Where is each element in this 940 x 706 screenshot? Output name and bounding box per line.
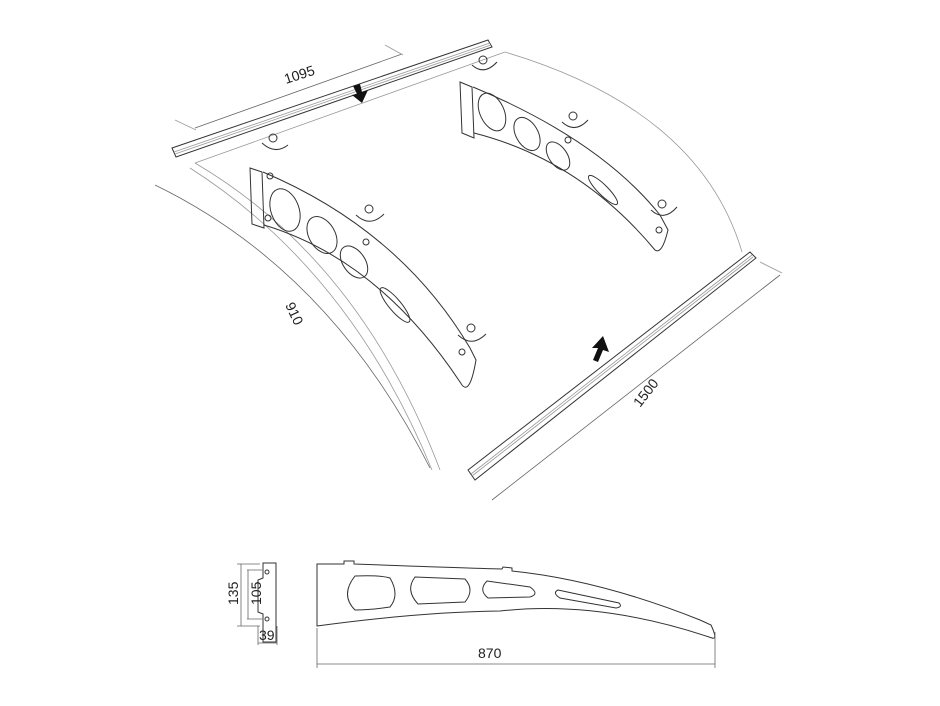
screw-rotate-icon (355, 204, 385, 222)
screw-rotate-icon (261, 133, 289, 150)
dim-39-label: 39 (259, 627, 275, 643)
screw-rotate-icon (650, 199, 678, 216)
front-rail (467, 251, 757, 481)
wall-plate-side-view: 135 105 39 (225, 562, 278, 645)
screw-rotate-icon (561, 111, 589, 128)
arrow-down-icon (352, 84, 368, 103)
left-bracket (249, 167, 477, 388)
dim-870-label: 870 (478, 645, 502, 661)
screw-rotate-icon (471, 55, 498, 71)
dim-1500-label: 1500 (630, 375, 662, 410)
dimension-910: 910 (154, 184, 431, 469)
dimension-1500: 1500 (491, 261, 783, 501)
dim-135-label: 135 (225, 581, 241, 605)
dim-105-label: 105 (248, 581, 264, 605)
screws (261, 55, 678, 356)
polycarbonate-panel (189, 51, 743, 471)
dim-910-label: 910 (282, 300, 306, 328)
screw-rotate-icon (457, 323, 487, 342)
top-rail (171, 39, 493, 158)
bracket-profile-view: 870 (316, 560, 716, 668)
dim-1095-label: 1095 (282, 62, 317, 87)
arrow-up-icon (592, 336, 609, 362)
right-bracket (459, 81, 669, 252)
